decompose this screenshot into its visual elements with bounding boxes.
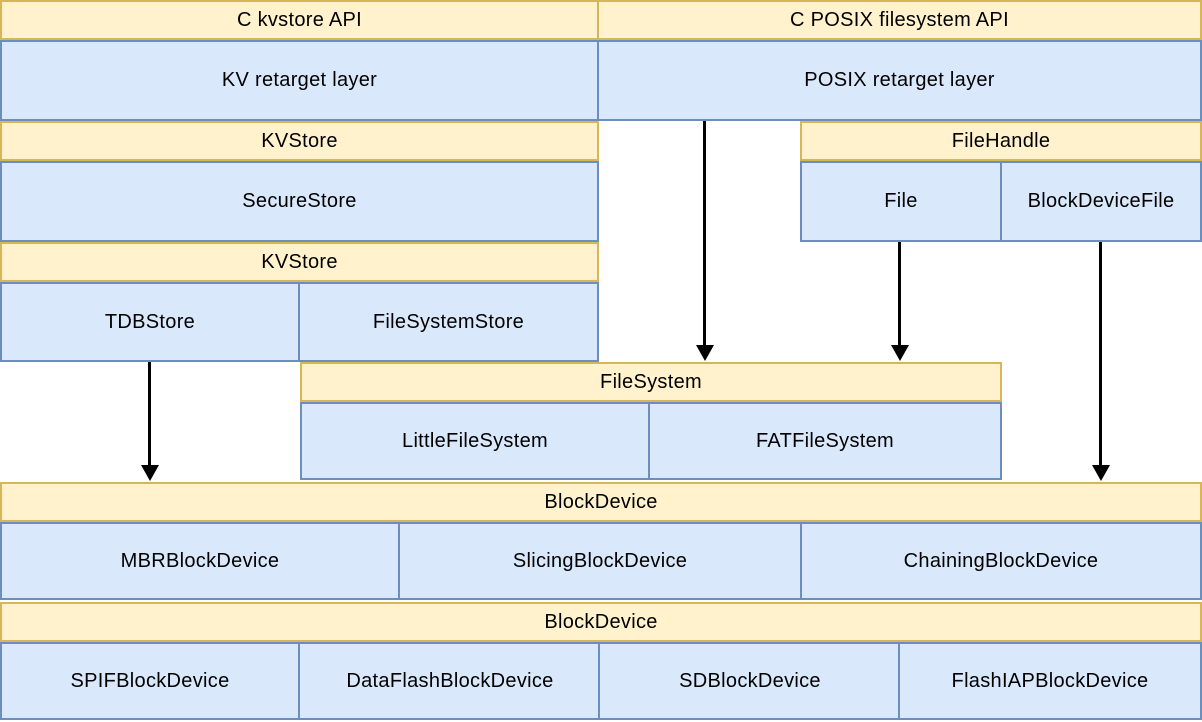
box-blockdevice-header-upper: BlockDevice	[0, 482, 1202, 522]
box-slicingblockdevice: SlicingBlockDevice	[398, 522, 802, 600]
box-blockdevicefile: BlockDeviceFile	[1000, 161, 1202, 242]
box-filehandle-header: FileHandle	[800, 121, 1202, 161]
arrow-line	[703, 121, 706, 345]
box-c-kvstore-api: C kvstore API	[0, 0, 599, 40]
box-file: File	[800, 161, 1002, 242]
arrow-down-icon	[1092, 465, 1110, 481]
box-littlefilesystem: LittleFileSystem	[300, 402, 650, 480]
box-securestore: SecureStore	[0, 161, 599, 242]
box-posix-retarget-layer: POSIX retarget layer	[597, 40, 1202, 121]
box-flashiapblockdevice: FlashIAPBlockDevice	[898, 642, 1202, 720]
box-mbrblockdevice: MBRBlockDevice	[0, 522, 400, 600]
box-c-posix-filesystem-api: C POSIX filesystem API	[597, 0, 1202, 40]
box-sdblockdevice: SDBlockDevice	[598, 642, 902, 720]
box-fatfilesystem: FATFileSystem	[648, 402, 1002, 480]
box-kvstore-header-top: KVStore	[0, 121, 599, 161]
arrow-line	[898, 242, 901, 345]
arrow-line	[148, 362, 151, 465]
box-kv-retarget-layer: KV retarget layer	[0, 40, 599, 121]
arrow-down-icon	[891, 345, 909, 361]
box-dataflashblockdevice: DataFlashBlockDevice	[298, 642, 602, 720]
box-filesystem-header: FileSystem	[300, 362, 1002, 402]
box-kvstore-header-bottom: KVStore	[0, 242, 599, 282]
box-chainingblockdevice: ChainingBlockDevice	[800, 522, 1202, 600]
box-blockdevice-header-lower: BlockDevice	[0, 602, 1202, 642]
box-spifblockdevice: SPIFBlockDevice	[0, 642, 300, 720]
arrow-down-icon	[696, 345, 714, 361]
arrow-line	[1099, 242, 1102, 465]
box-tdbstore: TDBStore	[0, 282, 300, 362]
arrow-down-icon	[141, 465, 159, 481]
box-filesystemstore: FileSystemStore	[298, 282, 599, 362]
